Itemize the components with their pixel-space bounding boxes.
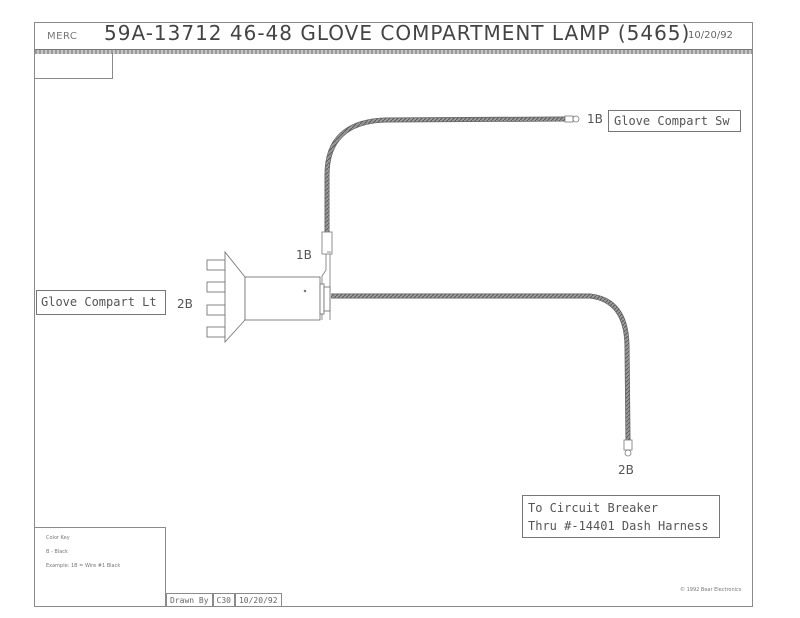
header-date: 10/20/92 xyxy=(688,30,733,41)
drawn-by-date: 10/20/92 xyxy=(234,593,282,607)
drawn-by-label: Drawn By xyxy=(166,593,213,607)
revision-box xyxy=(34,53,113,79)
color-key-example: Example: 1B = Wire #1 Black xyxy=(46,563,121,569)
wire-label-2b-breaker: 2B xyxy=(618,463,634,477)
drawn-by-block: Drawn By C30 10/20/92 xyxy=(166,593,282,607)
breaker-label-box: To Circuit Breaker Thru #-14401 Dash Har… xyxy=(522,495,720,538)
breaker-label-line1: To Circuit Breaker xyxy=(528,501,659,515)
wire-label-1b-switch: 1B xyxy=(587,112,603,126)
copyright-notice: © 1992 Bear Electronics xyxy=(680,587,742,593)
lamp-label-box: Glove Compart Lt xyxy=(36,290,166,315)
breaker-label-line2: Thru #-14401 Dash Harness xyxy=(528,519,709,533)
switch-label-box: Glove Compart Sw xyxy=(608,110,741,132)
wire-label-1b-lamp: 1B xyxy=(296,248,312,262)
wire-label-2b-lamp: 2B xyxy=(177,297,193,311)
drawn-by-initials: C30 xyxy=(212,593,235,607)
make-label: MERC xyxy=(47,31,78,42)
drawing-title: 59A-13712 46-48 GLOVE COMPARTMENT LAMP (… xyxy=(104,21,691,45)
color-key-title: Color Key xyxy=(46,535,70,541)
title-divider xyxy=(35,49,752,54)
drawing-frame xyxy=(34,22,753,607)
color-key-entry: B - Black xyxy=(46,549,68,555)
lamp-socket-icon xyxy=(206,250,331,344)
wire-1b xyxy=(324,115,580,232)
color-key-box: Color Key B - Black Example: 1B = Wire #… xyxy=(34,527,166,607)
wire-2b xyxy=(331,293,633,457)
